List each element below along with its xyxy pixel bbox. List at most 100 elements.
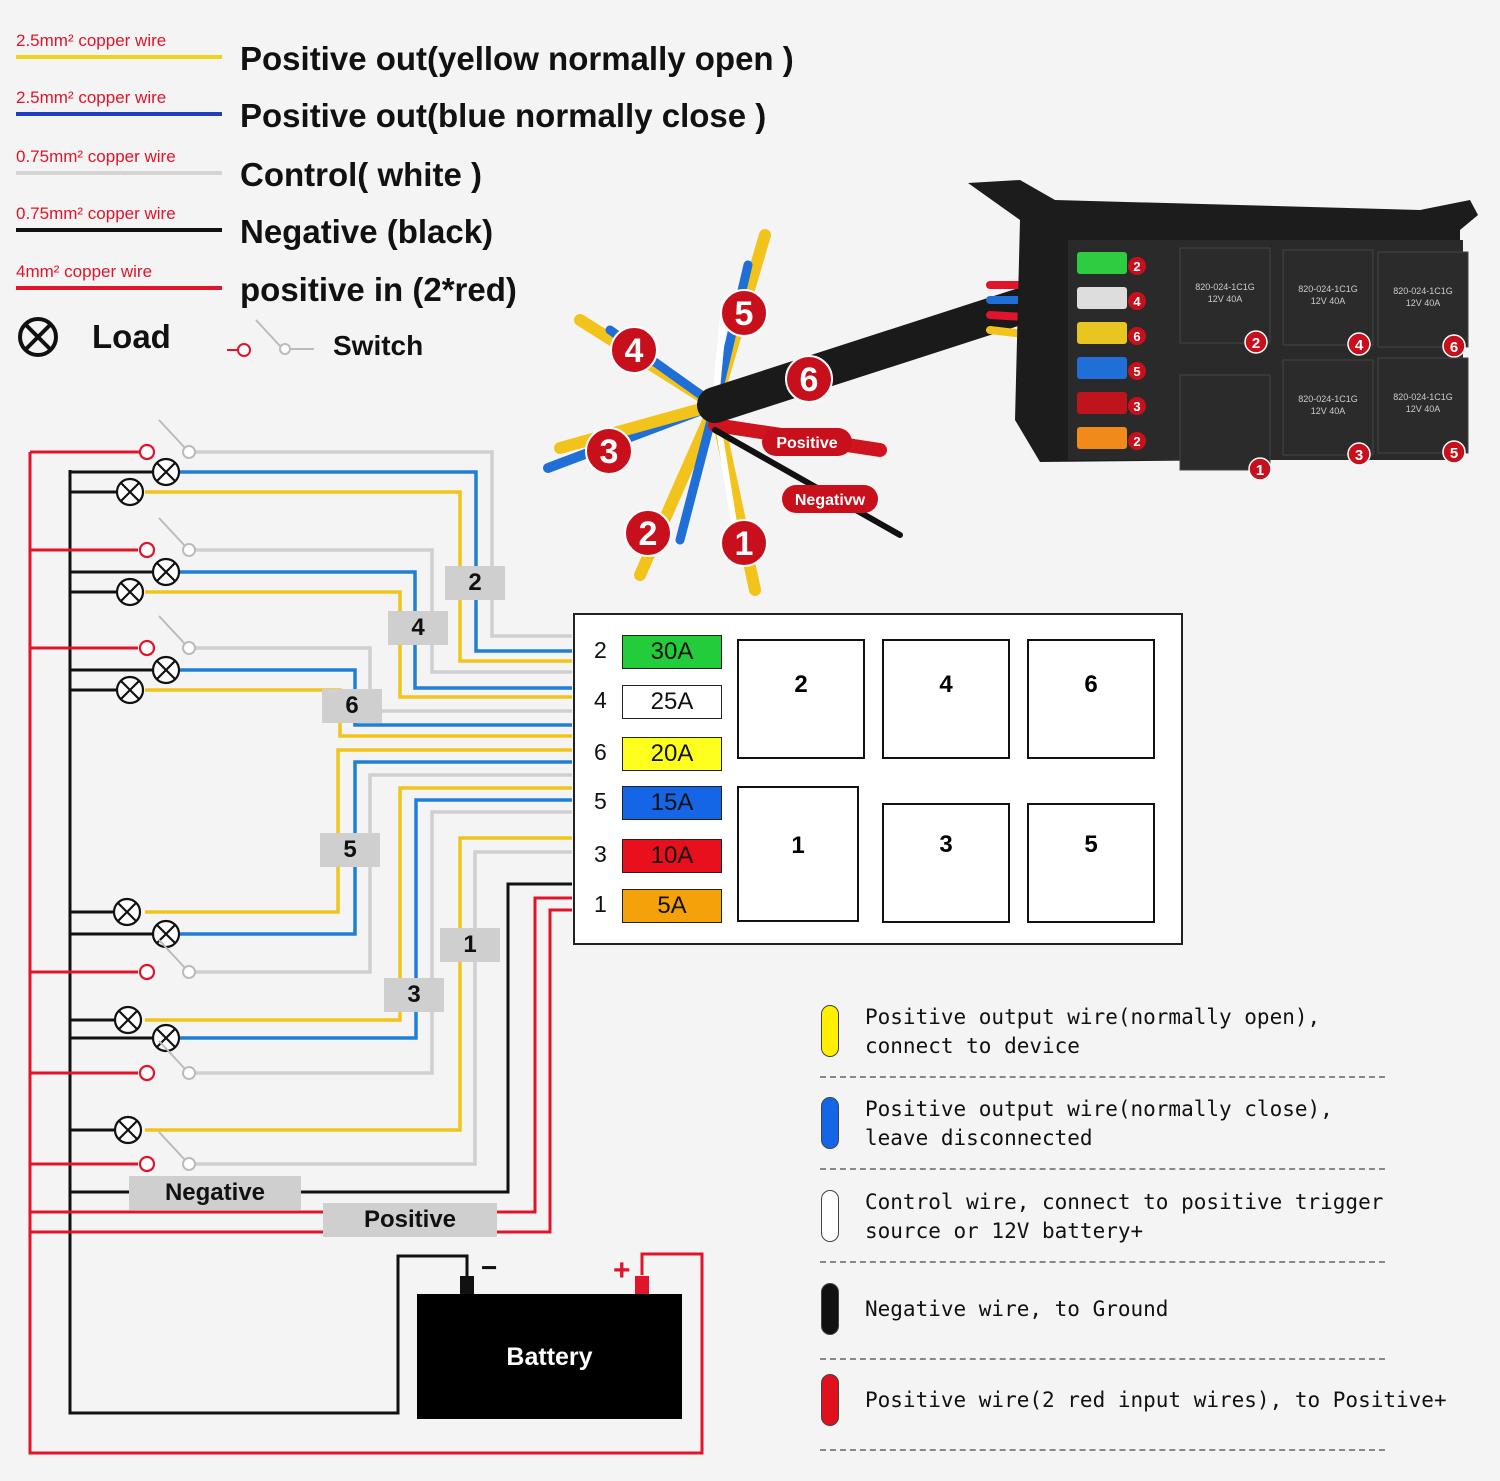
legend-divider [820, 1261, 1385, 1263]
svg-text:12V 40A: 12V 40A [1208, 294, 1243, 304]
relay-1: 1 [737, 786, 859, 922]
bundle-number-badge: 1 [720, 519, 768, 567]
legend-line1: Positive wire(2 red input wires), to Pos… [865, 1388, 1447, 1412]
fuse-rating-5A: 5A [622, 889, 722, 923]
bundle-number-badge: 6 [785, 355, 833, 403]
svg-text:6: 6 [1133, 329, 1140, 344]
circuit-tag-3: 3 [384, 978, 444, 1012]
legend-description: Positive wire(2 red input wires), to Pos… [865, 1386, 1447, 1415]
wire-legend-lines [16, 55, 222, 290]
fuse-slot-number: 1 [594, 891, 607, 917]
wire-spec-4: 4mm² copper wire [16, 262, 153, 281]
fuse-slot-number: 4 [594, 687, 607, 713]
legend-divider [820, 1168, 1385, 1170]
wire-spec-3: 0.75mm² copper wire [16, 204, 176, 223]
legend-line2: source or 12V battery+ [865, 1219, 1144, 1243]
svg-text:12V 40A: 12V 40A [1311, 406, 1346, 416]
fuse-slot-number: 2 [594, 637, 607, 663]
load-icon [115, 675, 145, 705]
box-relay: 820-024-1C1G 12V 40A 4 [1282, 249, 1374, 356]
legend-color-swatch [821, 1283, 839, 1335]
circuit-tag-4: 4 [388, 611, 448, 645]
svg-text:820-024-1C1G: 820-024-1C1G [1298, 284, 1358, 294]
svg-text:3: 3 [600, 433, 619, 471]
wire-desc-4: positive in (2*red) [240, 271, 517, 308]
load-icon [151, 1023, 181, 1053]
fuse-slot-number: 5 [594, 788, 607, 814]
svg-text:820-024-1C1G: 820-024-1C1G [1298, 394, 1358, 404]
switch-legend-label: Switch [333, 330, 424, 361]
legend-line1: Control wire, connect to positive trigge… [865, 1190, 1384, 1214]
legend-line1: Positive output wire(normally close), [865, 1097, 1333, 1121]
box-fuse: 2 [1077, 427, 1146, 450]
switch-icon [138, 939, 196, 981]
legend-description: Positive output wire(normally open),conn… [865, 1003, 1320, 1061]
legend-description: Positive output wire(normally close),lea… [865, 1095, 1333, 1153]
switch-icon [138, 517, 196, 559]
svg-text:6: 6 [1450, 339, 1458, 356]
box-relay: 820-024-1C1G 12V 40A 5 [1377, 357, 1469, 464]
fuse-slot-number: 6 [594, 739, 607, 765]
svg-text:820-024-1C1G: 820-024-1C1G [1393, 392, 1453, 402]
box-relay: 820-024-1C1G 12V 40A 3 [1282, 359, 1374, 466]
circuit-tag-2: 2 [445, 566, 505, 600]
svg-text:2: 2 [1252, 335, 1260, 352]
box-relay: 1 [1179, 374, 1272, 481]
svg-text:4: 4 [1355, 337, 1364, 354]
svg-text:2: 2 [639, 515, 658, 553]
svg-text:Negativw: Negativw [795, 492, 866, 509]
fuse-slot-number: 3 [594, 841, 607, 867]
wire-spec-1: 2.5mm² copper wire [16, 88, 167, 107]
load-symbols [112, 457, 181, 1145]
box-fuse: 5 [1077, 357, 1146, 380]
legend-color-swatch [821, 1190, 839, 1242]
legend-line1: Positive output wire(normally open), [865, 1005, 1321, 1029]
load-legend-icon [18, 317, 58, 357]
svg-text:12V 40A: 12V 40A [1406, 404, 1441, 414]
svg-text:5: 5 [1133, 364, 1140, 379]
svg-text:820-024-1C1G: 820-024-1C1G [1195, 282, 1255, 292]
negative-bus-label: Negative [129, 1176, 301, 1210]
load-icon [151, 557, 181, 587]
switch-icon [138, 419, 196, 461]
load-icon [115, 577, 145, 607]
svg-text:1: 1 [735, 525, 754, 563]
switch-icon [138, 615, 196, 657]
box-fuse: 2 [1077, 252, 1146, 275]
wire-desc-1: Positive out(blue normally close ) [240, 97, 767, 134]
battery-minus-label: − [481, 1252, 498, 1283]
switch-icon [138, 1040, 196, 1082]
wire-spec-2: 0.75mm² copper wire [16, 147, 176, 166]
bundle-number-badge: 2 [624, 509, 672, 557]
svg-text:3: 3 [1355, 447, 1363, 464]
svg-text:12V 40A: 12V 40A [1311, 296, 1346, 306]
svg-text:4: 4 [1133, 294, 1141, 309]
wire-desc-0: Positive out(yellow normally open ) [240, 40, 794, 77]
fuse-rating-25A: 25A [622, 685, 722, 719]
legend-color-swatch [821, 1005, 839, 1057]
battery-label: Battery [506, 1343, 593, 1371]
load-icon [151, 919, 181, 949]
wire-desc-3: Negative (black) [240, 213, 494, 250]
wire-spec-0: 2.5mm² copper wire [16, 31, 167, 50]
svg-text:5: 5 [1450, 445, 1458, 462]
box-fuse: 6 [1077, 322, 1146, 345]
svg-text:4: 4 [625, 332, 644, 370]
relay-6: 6 [1027, 639, 1155, 759]
fuse-rating-10A: 10A [622, 839, 722, 873]
load-legend-label: Load [92, 318, 171, 355]
box-fuse: 3 [1077, 392, 1146, 415]
harness-positive-tag: Positive [762, 428, 852, 456]
svg-text:12V 40A: 12V 40A [1406, 298, 1441, 308]
switch-icon [138, 1131, 196, 1173]
load-icon [113, 1005, 143, 1035]
fuse-rating-15A: 15A [622, 786, 722, 820]
svg-text:2: 2 [1133, 434, 1140, 449]
bundle-number-badge: 5 [720, 289, 768, 337]
circuit-tag-6: 6 [322, 689, 382, 723]
legend-color-swatch [821, 1374, 839, 1426]
